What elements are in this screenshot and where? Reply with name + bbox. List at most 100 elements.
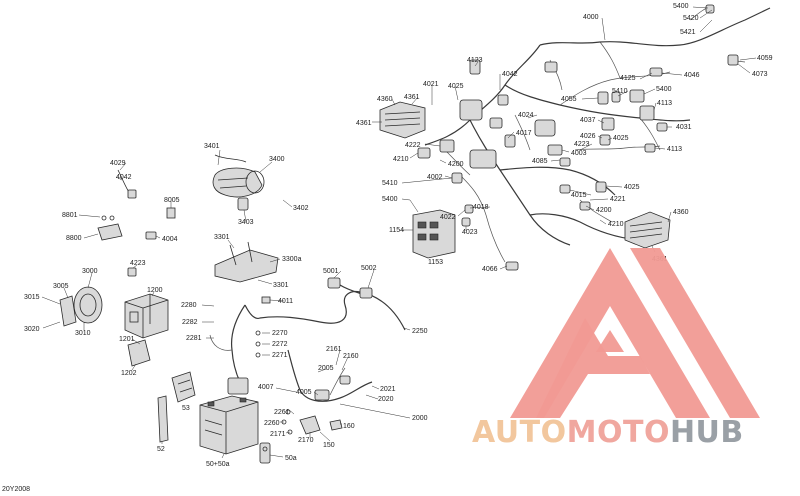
callout-4029: 4029 <box>110 160 126 167</box>
callout-5400: 5400 <box>382 196 398 203</box>
callout-3402: 3402 <box>293 205 309 212</box>
callout-1200: 1200 <box>147 287 163 294</box>
callout-2271: 2271 <box>272 352 288 359</box>
callout-2005: 2005 <box>318 365 334 372</box>
fuse-box-left <box>379 101 426 139</box>
callout-3005: 3005 <box>53 283 69 290</box>
callout-4223: 4223 <box>574 141 590 148</box>
callout-4021: 4021 <box>423 81 439 88</box>
callout-8801: 8801 <box>62 212 78 219</box>
part-8005 <box>166 201 176 219</box>
battery-50 <box>199 395 259 459</box>
callout-2000: 2000 <box>412 415 428 422</box>
callout-4222: 4222 <box>405 142 421 149</box>
callout-3010: 3010 <box>75 330 91 337</box>
bracket-3300a <box>214 239 281 285</box>
callout-4059: 4059 <box>757 55 773 62</box>
callout-2021: 2021 <box>380 386 396 393</box>
callout-4011: 4011 <box>278 298 294 305</box>
callout-3301: 3301 <box>273 282 289 289</box>
callout-4003: 4003 <box>571 150 587 157</box>
cable-2000 <box>275 349 411 419</box>
callout-4025: 4025 <box>448 83 464 90</box>
callout-4361: 4361 <box>652 256 668 263</box>
callout-52: 52 <box>157 446 165 453</box>
callout-4000: 4000 <box>583 14 599 21</box>
callout-2260: 2260 <box>264 420 280 427</box>
callout-4024: 4024 <box>518 112 534 119</box>
callout-2160: 2160 <box>343 353 359 360</box>
callout-4210: 4210 <box>393 156 409 163</box>
callout-5410: 5410 <box>612 88 628 95</box>
part-4004 <box>145 231 161 240</box>
harness-connectors <box>417 4 739 271</box>
callout-1201: 1201 <box>119 336 135 343</box>
callout-4015: 4015 <box>571 192 587 199</box>
callout-4210: 4210 <box>608 221 624 228</box>
callout-5410: 5410 <box>382 180 398 187</box>
callout-4042: 4042 <box>116 174 132 181</box>
callout-50+50a: 50+50a <box>206 461 230 468</box>
callout-3020: 3020 <box>24 326 40 333</box>
callout-4046: 4046 <box>684 72 700 79</box>
callout-4223: 4223 <box>130 260 146 267</box>
callout-4066: 4066 <box>482 266 498 273</box>
callout-4022: 4022 <box>440 214 456 221</box>
fuse-box-right <box>624 211 671 249</box>
callout-4360: 4360 <box>377 96 393 103</box>
callout-4361: 4361 <box>356 120 372 127</box>
callout-4031: 4031 <box>676 124 692 131</box>
bracket-1202 <box>127 338 151 371</box>
callout-2170: 2170 <box>298 437 314 444</box>
part-4223-left <box>127 264 138 277</box>
callout-2250: 2250 <box>412 328 428 335</box>
callout-160: 160 <box>343 423 355 430</box>
callout-53: 53 <box>182 405 190 412</box>
callout-1154: 1154 <box>389 227 405 234</box>
callout-2161: 2161 <box>326 346 342 353</box>
callout-3403: 3403 <box>238 219 254 226</box>
strap-52 <box>157 395 169 444</box>
callout-4017: 4017 <box>516 130 532 137</box>
callout-4085: 4085 <box>532 158 548 165</box>
callout-2171: 2171 <box>270 431 286 438</box>
callout-2272: 2272 <box>272 341 288 348</box>
callout-5002: 5002 <box>361 265 377 272</box>
callout-4221: 4221 <box>610 196 626 203</box>
callout-4360: 4360 <box>673 209 689 216</box>
callout-4025: 4025 <box>624 184 640 191</box>
callout-3000: 3000 <box>82 268 98 275</box>
watermark-part-hub: HUB <box>669 415 744 450</box>
callout-4002: 4002 <box>427 174 443 181</box>
callout-4123: 4123 <box>467 57 483 64</box>
starter-3400 <box>212 149 293 223</box>
control-module-1153 <box>412 209 456 259</box>
callout-4004: 4004 <box>162 236 178 243</box>
callout-5001: 5001 <box>323 268 339 275</box>
callout-4200: 4200 <box>596 207 612 214</box>
callout-5420: 5420 <box>683 15 699 22</box>
callout-5400: 5400 <box>673 3 689 10</box>
callout-4042: 4042 <box>502 71 518 78</box>
callout-4113: 4113 <box>657 100 673 107</box>
leaders-upper-right <box>372 6 757 270</box>
horn-3000 <box>41 272 103 330</box>
module-1200 <box>124 291 169 339</box>
callout-5421: 5421 <box>680 29 696 36</box>
callout-150: 150 <box>323 442 335 449</box>
main-harness <box>424 5 771 263</box>
battery-harness-2250 <box>201 269 411 395</box>
callout-3400: 3400 <box>269 156 285 163</box>
callout-4007: 4007 <box>258 384 274 391</box>
watermark-part-auto: AUTO <box>472 415 567 450</box>
callout-4037: 4037 <box>580 117 596 124</box>
callout-3300a: 3300a <box>282 256 302 263</box>
callout-2280: 2280 <box>181 302 197 309</box>
watermark-text: AUTOMOTOHUB <box>472 418 744 448</box>
callout-8005: 8005 <box>164 197 180 204</box>
reference-code: 20Y2008 <box>2 486 31 493</box>
part-8800 <box>78 214 123 241</box>
callout-2020: 2020 <box>378 396 394 403</box>
